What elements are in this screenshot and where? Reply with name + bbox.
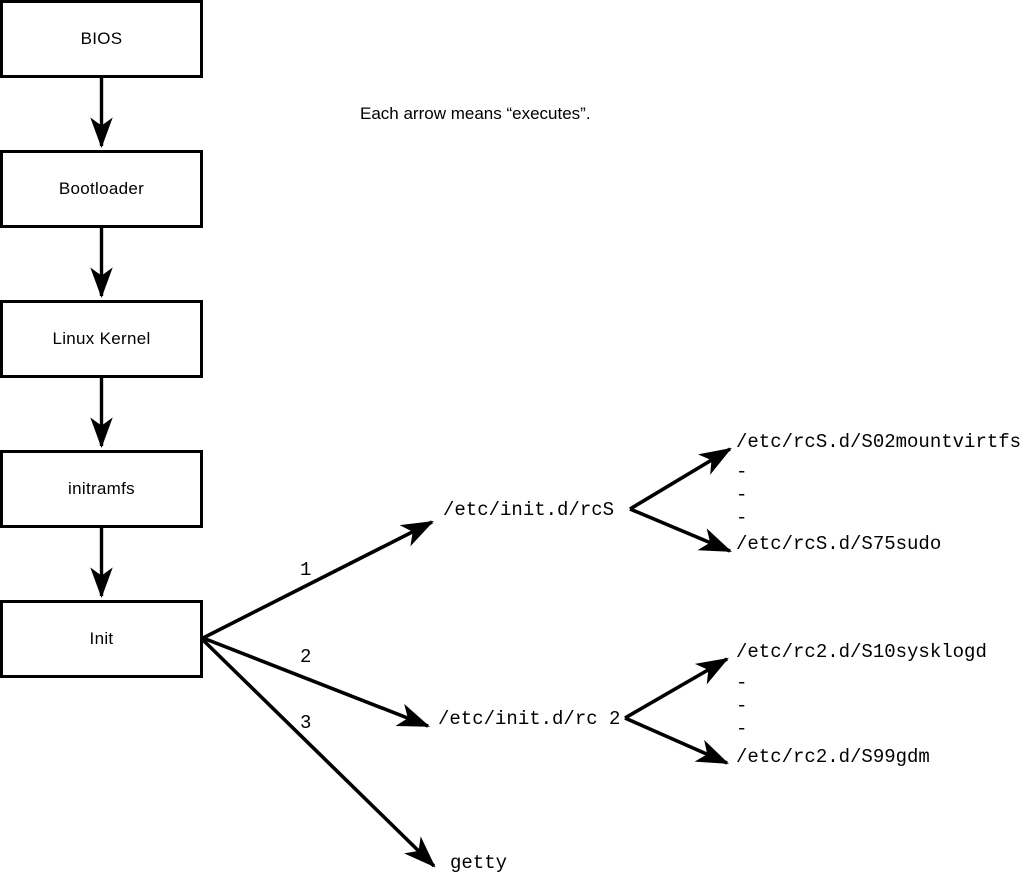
rc2-ellipsis-dash-3: - <box>736 718 748 740</box>
branch-number-2: 2 <box>300 646 312 668</box>
rc2-ellipsis-dash-1: - <box>736 672 748 694</box>
branch-number-1: 1 <box>300 559 312 581</box>
arrow-rcs-to-last-script <box>629 507 732 553</box>
node-label-init: Init <box>89 629 114 648</box>
arrow-rc2-to-last-script <box>624 716 729 765</box>
node-box-bios[interactable]: BIOS <box>0 0 203 78</box>
branch-label-rcs[interactable]: /etc/init.d/rcS <box>443 499 615 521</box>
arrow-rcs-to-first-script <box>629 447 732 511</box>
node-label-initramfs: initramfs <box>68 479 135 498</box>
node-label-bootloader: Bootloader <box>58 179 145 198</box>
arrow-init-to-getty <box>201 638 436 868</box>
rc2-ellipsis-dash-2: - <box>736 695 748 717</box>
rcs-ellipsis-dash-3: - <box>736 507 748 529</box>
node-label-bios: BIOS <box>80 29 123 48</box>
node-label-linux-kernel: Linux Kernel <box>52 329 151 348</box>
branch-label-getty[interactable]: getty <box>450 852 508 874</box>
rcs-script-first[interactable]: /etc/rcS.d/S02mountvirtfs <box>736 431 1022 453</box>
branch-label-rc2[interactable]: /etc/init.d/rc 2 <box>438 708 621 730</box>
legend-note: Each arrow means “executes”. <box>360 104 591 123</box>
rcs-ellipsis-dash-2: - <box>736 484 748 506</box>
arrow-init-to-rc2 <box>202 636 431 728</box>
branch-number-3: 3 <box>300 712 312 734</box>
arrow-init-to-rcs <box>202 520 434 640</box>
arrow-rc2-to-first-script <box>624 657 729 720</box>
node-box-init[interactable]: Init <box>0 600 203 678</box>
node-box-initramfs[interactable]: initramfs <box>0 450 203 528</box>
node-box-bootloader[interactable]: Bootloader <box>0 150 203 228</box>
rcs-script-last[interactable]: /etc/rcS.d/S75sudo <box>736 533 942 555</box>
rc2-script-last[interactable]: /etc/rc2.d/S99gdm <box>736 746 930 768</box>
rcs-ellipsis-dash-1: - <box>736 461 748 483</box>
node-box-linux-kernel[interactable]: Linux Kernel <box>0 300 203 378</box>
rc2-script-first[interactable]: /etc/rc2.d/S10sysklogd <box>736 641 987 663</box>
